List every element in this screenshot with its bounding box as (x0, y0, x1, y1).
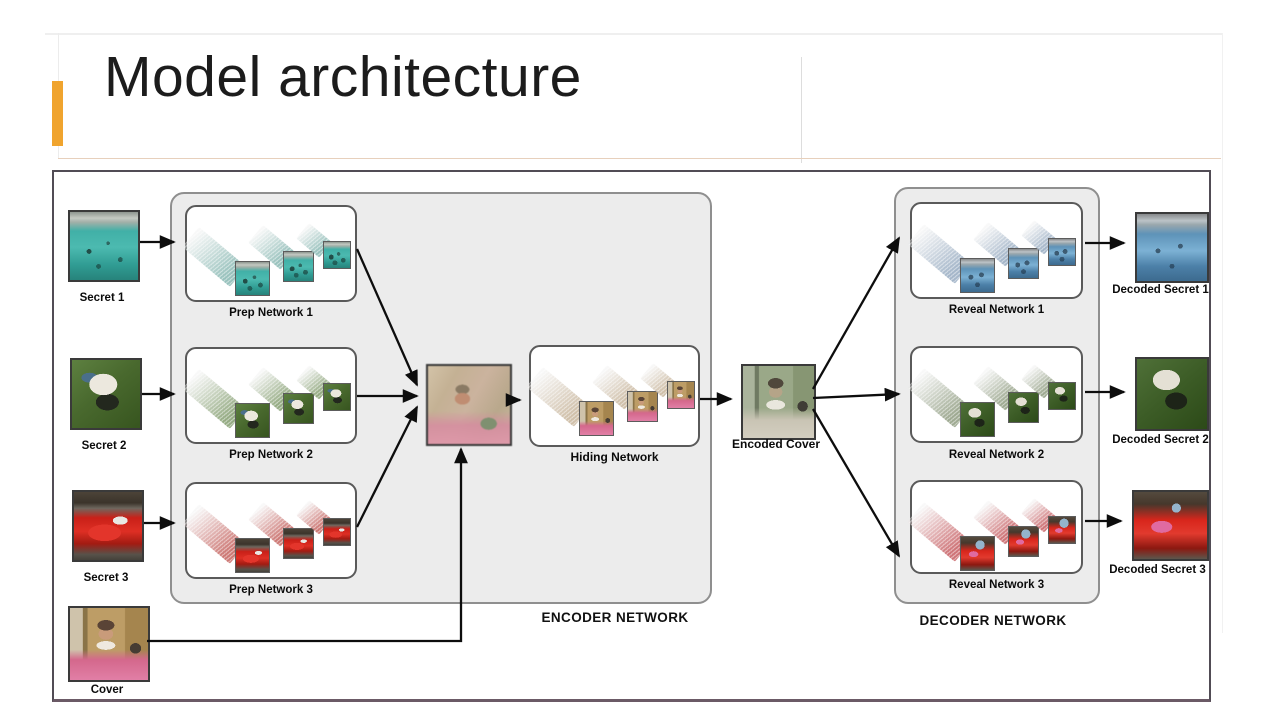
feature-map-face (1048, 516, 1076, 544)
slide-top-edge (45, 33, 1223, 35)
conv-block (592, 365, 663, 425)
feature-map-face (960, 258, 995, 293)
decoded-secret-1-image (1135, 212, 1209, 283)
secret-2-image (70, 358, 142, 430)
title-divider-line (801, 57, 802, 163)
conv-block (1021, 220, 1080, 268)
decoded-secret-2-label: Decoded Secret 2 (1112, 434, 1209, 446)
prep-network-1-box (182, 205, 357, 302)
secret-1-label: Secret 1 (79, 292, 125, 304)
hiding-network-label: Hiding Network (570, 450, 659, 464)
feature-map-face (627, 391, 658, 422)
decoded-secret-2-image (1135, 357, 1209, 431)
reveal-network-1-label: Reveal Network 1 (948, 304, 1045, 316)
title-underline (58, 158, 1221, 159)
conv-block (182, 369, 273, 441)
conv-block (1021, 498, 1080, 546)
feature-map-face (579, 401, 614, 436)
prep-network-2-box (182, 347, 357, 444)
feature-map-face (960, 402, 995, 437)
reveal-network-3-label: Reveal Network 3 (948, 579, 1045, 591)
feature-map-face (1008, 248, 1039, 279)
architecture-diagram: Secret 1 Secret 2 Secret 3 Cover Prep Ne… (52, 170, 1211, 702)
encoded-cover-image (741, 364, 816, 440)
conv-block (248, 225, 319, 285)
feature-map-face (1008, 392, 1039, 423)
conv-block (907, 502, 998, 574)
decoded-secret-1-label: Decoded Secret 1 (1112, 284, 1209, 296)
conv-block (296, 365, 355, 413)
secret-3-image (72, 490, 144, 562)
prep-network-2-label: Prep Network 2 (229, 449, 313, 461)
feature-map-face (323, 518, 351, 546)
feature-map-face (1048, 238, 1076, 266)
feature-map-face (283, 393, 314, 424)
conv-block (640, 363, 699, 411)
feature-map-face (323, 241, 351, 269)
slide-title: Model architecture (104, 45, 582, 109)
concatenated-input-image (426, 364, 512, 446)
reveal-network-2-label: Reveal Network 2 (948, 449, 1045, 461)
reveal-network-3-box (907, 480, 1083, 574)
feature-map-face (1008, 526, 1039, 557)
conv-block (296, 500, 355, 548)
conv-block (296, 223, 355, 271)
feature-map-face (1048, 382, 1076, 410)
conv-block (1021, 364, 1080, 412)
secret-1-image (68, 210, 140, 282)
secret-2-label: Secret 2 (81, 440, 127, 452)
conv-block (182, 227, 273, 299)
encoded-cover-label: Encoded Cover (731, 437, 821, 451)
encoder-network-label: ENCODER NETWORK (541, 610, 689, 625)
conv-block (973, 222, 1044, 282)
feature-map-face (235, 261, 270, 296)
secret-3-label: Secret 3 (83, 572, 129, 584)
prep-network-1-label: Prep Network 1 (229, 307, 313, 319)
feature-map-face (283, 251, 314, 282)
decoder-network-label: DECODER NETWORK (919, 613, 1067, 628)
slide-right-edge (1222, 33, 1223, 633)
conv-block (526, 367, 617, 439)
feature-map-face (960, 536, 995, 571)
reveal-network-2-box (907, 346, 1083, 443)
feature-map-face (235, 403, 270, 438)
cover-image (68, 606, 150, 682)
cover-label: Cover (90, 684, 124, 696)
conv-block (248, 367, 319, 427)
title-accent-bar (52, 81, 63, 146)
prep-network-3-box (182, 482, 357, 579)
conv-block (973, 500, 1044, 560)
decoded-secret-3-image (1132, 490, 1209, 561)
feature-map-face (323, 383, 351, 411)
conv-block (973, 366, 1044, 426)
feature-map-face (667, 381, 695, 409)
conv-block (907, 368, 998, 440)
decoded-secret-3-label: Decoded Secret 3 (1109, 564, 1206, 576)
conv-block (907, 224, 998, 296)
prep-network-3-label: Prep Network 3 (229, 584, 313, 596)
reveal-network-1-box (907, 202, 1083, 299)
hiding-network-box (526, 345, 700, 447)
